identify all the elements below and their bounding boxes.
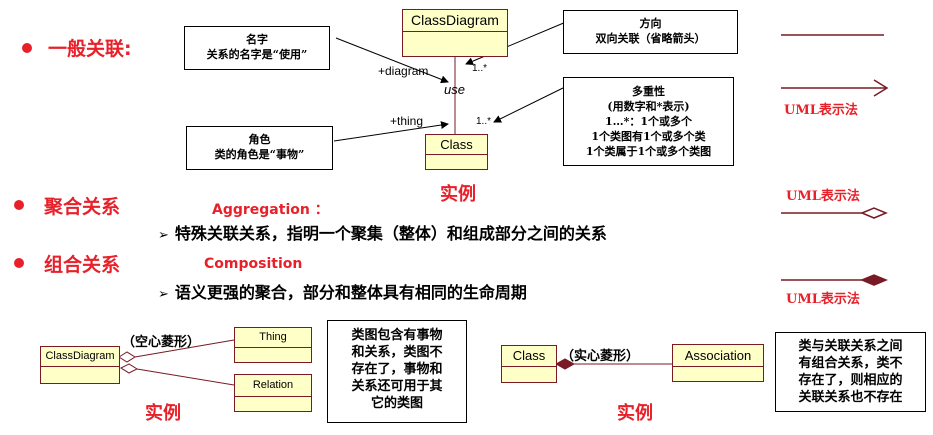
bullet-dot: [14, 200, 24, 210]
bullet-dot: [14, 258, 24, 268]
name-note-title: 名字: [246, 33, 268, 46]
class-box: Class: [425, 134, 488, 170]
direction-note-line: 双向关联（省略箭头）: [595, 32, 706, 45]
example-label: 实例: [617, 403, 653, 424]
uml-notation-label: UML表示法: [784, 103, 858, 118]
note-line: 和关系，类图不: [351, 345, 443, 360]
uml-notation-label: UML表示法: [786, 292, 860, 307]
role-note: 角色 类的角色是“事物”: [186, 126, 333, 170]
composition-desc-text: 语义更强的聚合，部分和整体具有相同的生命周期: [174, 283, 527, 302]
role-note-title: 角色: [248, 133, 271, 146]
note-line: 关联关系也不存在: [798, 390, 903, 405]
role-diagram-label: +diagram: [378, 64, 429, 78]
class-name: ClassDiagram: [403, 10, 507, 32]
agg-diamond-bottom: [119, 363, 139, 374]
multiplicity-note-line: 1个类属于1个或多个类图: [585, 145, 712, 158]
direction-note-title: 方向: [639, 17, 662, 30]
agg-line-thing: [134, 339, 235, 358]
name-note-line: 关系的名字是“使用”: [206, 48, 308, 61]
multiplicity-note-title: 多重性: [632, 85, 665, 98]
comp-example-note: 类与关联关系之间 有组合关系，类不 存在了，则相应的 关联关系也不存在: [775, 332, 926, 412]
composition-heading: 组合关系: [44, 254, 121, 276]
uml-arrow-head: [873, 79, 889, 97]
association-name-label: use: [444, 82, 465, 97]
agg-whole-class-box: ClassDiagram: [40, 346, 120, 384]
aggregation-heading: 聚合关系: [44, 196, 121, 218]
uml-filled-diamond: [860, 274, 888, 286]
multiplicity-note-line: (用数字和*表示): [607, 100, 690, 113]
multiplicity-note-line: 1个类图有1个或多个类: [591, 130, 706, 143]
name-note-arrow: [335, 37, 449, 84]
class-name: Class: [426, 135, 487, 155]
class-name: Class: [502, 346, 556, 367]
class-name: Association: [673, 345, 763, 367]
role-thing-label: +thing: [390, 114, 424, 128]
multiplicity-bottom-label: 1..*: [476, 116, 492, 127]
role-note-line: 类的角色是“事物”: [214, 148, 305, 161]
class-name: ClassDiagram: [41, 347, 119, 367]
agg-example-note: 类图包含有事物 和关系，类图不 存在了，事物和 关系还可用于其 它的类图: [327, 320, 467, 423]
class-diagram-box: ClassDiagram: [402, 9, 508, 57]
class-name: Relation: [235, 375, 311, 397]
note-line: 类图包含有事物: [351, 328, 443, 343]
uml-notation-label: UML表示法: [786, 189, 860, 204]
direction-note-arrow: [465, 21, 567, 65]
filled-diamond-label: （实心菱形）: [561, 349, 640, 364]
multiplicity-top-label: 1..*: [472, 63, 488, 74]
comp-association-class-box: Association: [672, 344, 764, 382]
note-line: 存在了，事物和: [351, 362, 443, 377]
role-note-arrow: [333, 121, 449, 142]
aggregation-desc: ➢ 特殊关联关系，指明一个聚集（整体）和组成部分之间的关系: [158, 220, 607, 244]
multiplicity-note-line: 1…*：1个或多个: [604, 115, 693, 128]
example-label: 实例: [145, 403, 181, 424]
general-heading: 一般关联:: [48, 38, 132, 60]
hollow-diamond-label: （空心菱形）: [122, 335, 201, 350]
composition-desc: ➢ 语义更强的聚合，部分和整体具有相同的生命周期: [158, 279, 527, 303]
note-line: 存在了，则相应的: [798, 373, 903, 388]
arrow-bullet-icon: ➢: [158, 287, 169, 302]
agg-relation-class-box: Relation: [234, 374, 312, 412]
agg-line-relation: [136, 368, 235, 386]
direction-note: 方向 双向关联（省略箭头）: [563, 10, 738, 54]
aggregation-english: Aggregation ：: [212, 202, 329, 218]
name-note: 名字 关系的名字是“使用”: [184, 26, 330, 70]
note-line: 类与关联关系之间: [798, 339, 903, 354]
aggregation-desc-text: 特殊关联关系，指明一个聚集（整体）和组成部分之间的关系: [174, 224, 607, 243]
class-name: Thing: [235, 328, 311, 348]
multiplicity-note: 多重性 (用数字和*表示) 1…*：1个或多个 1个类图有1个或多个类 1个类属…: [563, 77, 734, 166]
note-line: 关系还可用于其: [351, 379, 443, 394]
agg-diamond-top: [118, 351, 136, 363]
note-line: 它的类图: [370, 396, 423, 411]
arrow-bullet-icon: ➢: [158, 228, 169, 243]
bullet-dot: [22, 43, 32, 53]
note-line: 有组合关系，类不: [798, 356, 903, 371]
agg-thing-class-box: Thing: [234, 327, 312, 363]
comp-class-box: Class: [501, 345, 557, 383]
example-label: 实例: [440, 184, 476, 205]
multiplicity-note-arrow: [493, 87, 564, 123]
composition-english: Composition: [204, 256, 303, 272]
uml-hollow-diamond: [860, 207, 888, 219]
